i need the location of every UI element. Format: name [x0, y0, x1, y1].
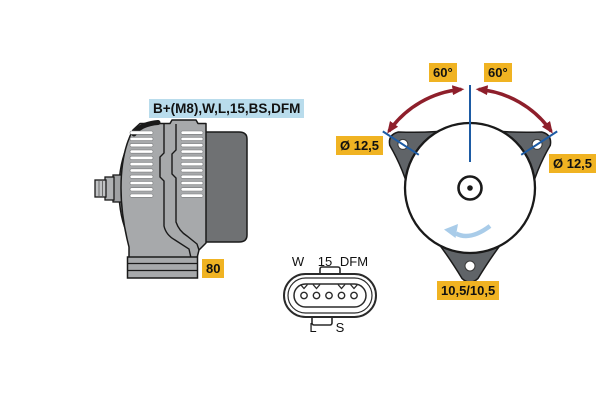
- hole-diameter-label-right: Ø 12,5: [549, 154, 597, 173]
- rear-housing: [202, 131, 248, 243]
- terminal-label: B+(M8),W,L,15,BS,DFM: [149, 99, 305, 118]
- pin-label-w: W: [291, 254, 305, 269]
- connector-pin: [312, 291, 321, 300]
- connector-pin: [325, 291, 333, 300]
- shaft-center: [457, 175, 483, 201]
- rotation-direction-arrow: [444, 224, 492, 239]
- connector-pin: [300, 291, 308, 300]
- hole-axis-line-right: [520, 130, 558, 156]
- angle-label-left: 60°: [429, 63, 457, 82]
- pin-label-s: S: [335, 320, 345, 335]
- shaft: [94, 174, 123, 203]
- connector-pins: [300, 291, 358, 300]
- mounting-foot: [126, 256, 199, 279]
- angle-arc-right: [475, 85, 553, 134]
- connector-key-notches: [300, 284, 358, 290]
- angle-arc-left: [387, 85, 465, 134]
- pin-label-l: L: [309, 320, 317, 335]
- mounting-hole-bottom: [464, 260, 476, 272]
- pin-label-dfm: DFM: [339, 254, 369, 269]
- hole-diameter-label-left: Ø 12,5: [336, 136, 384, 155]
- connector-pin: [350, 291, 358, 300]
- alternator-front-view: [382, 85, 558, 284]
- hole-axis-line-left: [382, 130, 420, 156]
- cooling-vents: [129, 130, 204, 198]
- dimension-80-label: 80: [202, 259, 225, 278]
- mount-holes-label: 10,5/10,5: [437, 281, 500, 300]
- connector-pin: [337, 291, 346, 300]
- angle-label-right: 60°: [484, 63, 512, 82]
- body-rib: [159, 124, 200, 259]
- connector-diagram: [283, 266, 377, 326]
- pin-label-15: 15: [317, 254, 333, 269]
- alternator-side-view: [94, 119, 248, 279]
